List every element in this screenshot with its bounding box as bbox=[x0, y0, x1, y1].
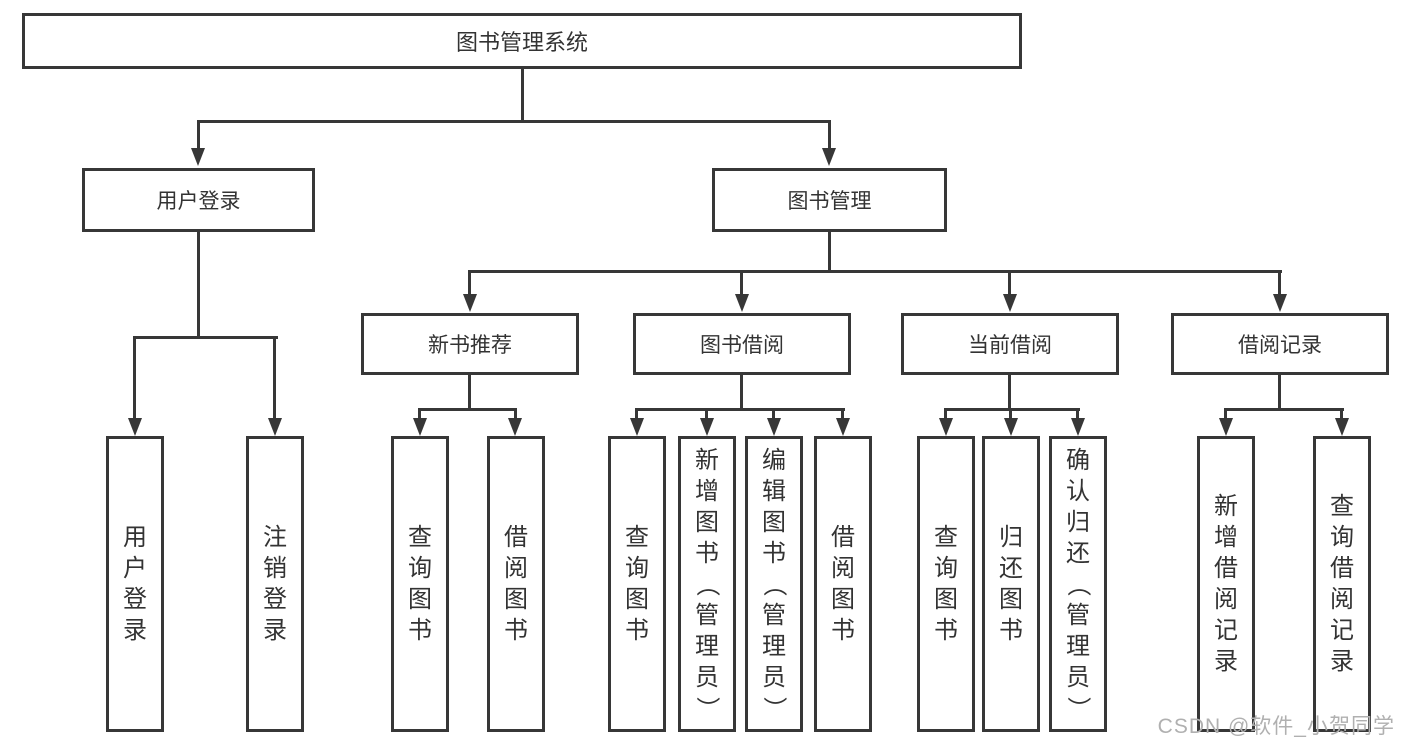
connector-l3a-stem bbox=[468, 270, 471, 296]
connector-leaf10-stem bbox=[1009, 408, 1012, 422]
node-book-borrow: 图书借阅 bbox=[633, 313, 851, 375]
connector-leaf2-stem bbox=[273, 336, 276, 420]
node-current-borrow: 当前借阅 bbox=[901, 313, 1119, 375]
connector-leaf6-stem bbox=[705, 408, 708, 422]
connector-userlogin-hbar bbox=[133, 336, 278, 339]
node-borrow-records: 借阅记录 bbox=[1171, 313, 1389, 375]
node-new-book-recommend-label: 新书推荐 bbox=[428, 334, 512, 357]
connector-borrow-down bbox=[740, 375, 743, 411]
arrow-to-book-management bbox=[822, 148, 836, 166]
connector-l3d-stem bbox=[1278, 270, 1281, 296]
arrow-to-leaf5 bbox=[630, 418, 644, 436]
arrow-to-leaf12 bbox=[1219, 418, 1233, 436]
connector-borrow-hbar bbox=[635, 408, 845, 411]
connector-userlogin-stem bbox=[197, 120, 200, 152]
node-root: 图书管理系统 bbox=[22, 13, 1022, 69]
leaf-user-login: 用户登录 bbox=[106, 436, 164, 732]
leaf-query-books-recommend: 查询图书 bbox=[391, 436, 449, 732]
arrow-to-leaf4 bbox=[508, 418, 522, 436]
node-book-management-label: 图书管理 bbox=[787, 190, 872, 213]
leaf-borrow-books-recommend: 借阅图书 bbox=[487, 436, 545, 732]
arrow-to-leaf13 bbox=[1335, 418, 1349, 436]
leaf-confirm-return-admin: 确认归还（管理员） bbox=[1049, 436, 1107, 732]
leaf-logout-login: 注销登录 bbox=[246, 436, 304, 732]
connector-recommend-down bbox=[468, 375, 471, 411]
arrow-to-book-borrow bbox=[735, 294, 749, 312]
node-current-borrow-label: 当前借阅 bbox=[968, 334, 1052, 357]
connector-current-down bbox=[1008, 375, 1011, 411]
connector-leaf8-stem bbox=[841, 408, 844, 422]
node-new-book-recommend: 新书推荐 bbox=[361, 313, 579, 375]
arrow-to-leaf7 bbox=[767, 418, 781, 436]
connector-recommend-hbar bbox=[418, 408, 517, 411]
connector-leaf12-stem bbox=[1224, 408, 1227, 422]
connector-current-hbar bbox=[944, 408, 1080, 411]
arrow-to-leaf-user-login bbox=[128, 418, 142, 436]
arrow-to-current-borrow bbox=[1003, 294, 1017, 312]
connector-level3-hbar bbox=[468, 270, 1282, 273]
connector-records-down bbox=[1278, 375, 1281, 411]
leaf-query-books-borrow: 查询图书 bbox=[608, 436, 666, 732]
connector-bookmgmt-stem bbox=[828, 120, 831, 152]
node-book-borrow-label: 图书借阅 bbox=[700, 334, 784, 357]
arrow-to-user-login bbox=[191, 148, 205, 166]
arrow-to-leaf10 bbox=[1004, 418, 1018, 436]
leaf-edit-books-admin: 编辑图书（管理员） bbox=[745, 436, 803, 732]
arrow-to-borrow-records bbox=[1273, 294, 1287, 312]
connector-root-hbar bbox=[197, 120, 831, 123]
arrow-to-leaf6 bbox=[700, 418, 714, 436]
connector-leaf1-stem bbox=[133, 336, 136, 420]
node-borrow-records-label: 借阅记录 bbox=[1238, 334, 1322, 357]
connector-leaf13-stem bbox=[1340, 408, 1343, 422]
connector-records-hbar bbox=[1224, 408, 1344, 411]
connector-bookmgmt-down bbox=[828, 232, 831, 270]
connector-userlogin-down bbox=[197, 232, 200, 336]
connector-l3c-stem bbox=[1008, 270, 1011, 296]
arrow-to-leaf9 bbox=[939, 418, 953, 436]
connector-root-stem bbox=[521, 69, 524, 120]
node-book-management: 图书管理 bbox=[712, 168, 947, 232]
arrow-to-leaf-logout bbox=[268, 418, 282, 436]
connector-leaf9-stem bbox=[944, 408, 947, 422]
leaf-borrow-books: 借阅图书 bbox=[814, 436, 872, 732]
watermark: CSDN @软件_小贺同学 bbox=[1157, 715, 1395, 738]
connector-leaf11-stem bbox=[1076, 408, 1079, 422]
arrow-to-leaf8 bbox=[836, 418, 850, 436]
node-user-login-label: 用户登录 bbox=[156, 190, 241, 213]
arrow-to-leaf3 bbox=[413, 418, 427, 436]
connector-leaf4-stem bbox=[514, 408, 517, 422]
connector-l3b-stem bbox=[740, 270, 743, 296]
leaf-query-borrow-record: 查询借阅记录 bbox=[1313, 436, 1371, 732]
arrow-to-new-book-recommend bbox=[463, 294, 477, 312]
connector-leaf5-stem bbox=[635, 408, 638, 422]
leaf-return-books: 归还图书 bbox=[982, 436, 1040, 732]
arrow-to-leaf11 bbox=[1071, 418, 1085, 436]
node-user-login: 用户登录 bbox=[82, 168, 315, 232]
leaf-query-books-current: 查询图书 bbox=[917, 436, 975, 732]
leaf-add-borrow-record: 新增借阅记录 bbox=[1197, 436, 1255, 732]
node-root-label: 图书管理系统 bbox=[455, 30, 588, 55]
connector-leaf3-stem bbox=[418, 408, 421, 422]
leaf-add-books-admin: 新增图书（管理员） bbox=[678, 436, 736, 732]
connector-leaf7-stem bbox=[772, 408, 775, 422]
